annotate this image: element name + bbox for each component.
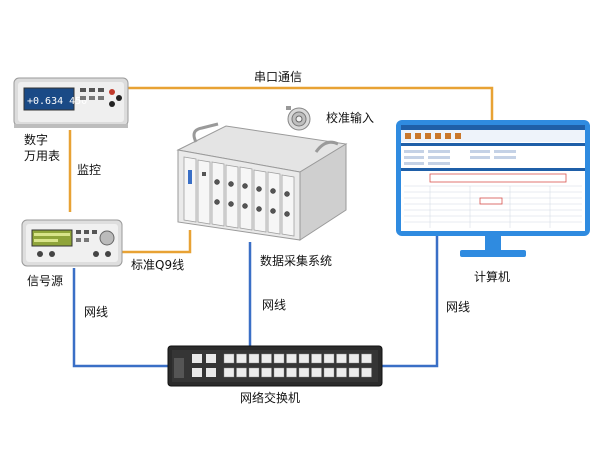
- switch-port: [248, 353, 260, 364]
- signal-generator-knob: [99, 230, 115, 246]
- switch-port: [223, 367, 235, 378]
- signal-generator-screen: [31, 229, 73, 247]
- switch-port: [223, 353, 235, 364]
- dmm-label-line1: 数字: [24, 133, 49, 147]
- switch-port: [298, 353, 310, 364]
- digital-multimeter: +0.634 450: [13, 77, 129, 128]
- q9-line: [122, 230, 192, 254]
- dmm-terminal: [116, 95, 122, 101]
- connections: [68, 86, 494, 368]
- dmm-button: [98, 88, 104, 92]
- dmm-terminal: [109, 89, 115, 95]
- network-cable-left-label: 网线: [84, 305, 109, 319]
- network-switch-label: 网络交换机: [240, 391, 301, 405]
- switch-port: [348, 353, 360, 364]
- switch-port: [273, 353, 285, 364]
- serial-line: [128, 86, 494, 120]
- switch-port: [248, 367, 260, 378]
- switch-port: [336, 367, 347, 378]
- switch-port: [236, 367, 247, 378]
- monitor-label: 监控: [77, 163, 102, 177]
- dmm-screen: [23, 87, 75, 111]
- dmm-button: [89, 88, 95, 92]
- switch-port: [286, 367, 297, 378]
- switch-port: [261, 353, 272, 364]
- dmm-button: [89, 96, 95, 100]
- signal-generator: [21, 219, 123, 267]
- switch-port: [298, 367, 310, 378]
- switch-port: [236, 353, 247, 364]
- standard-q9-label: 标准Q9线: [131, 258, 185, 272]
- switch-port: [323, 353, 335, 364]
- daq-system-label: 数据采集系统: [260, 254, 333, 268]
- switch-port: [361, 367, 372, 378]
- dmm-label: 数字 万用表: [24, 132, 60, 164]
- network-switch: [167, 345, 383, 387]
- serial-comm-label: 串口通信: [254, 70, 303, 84]
- network-cable-right-label: 网线: [446, 300, 471, 314]
- switch-ports: [223, 353, 372, 378]
- signal-source-label: 信号源: [27, 274, 64, 288]
- calibration-input-label: 校准输入: [326, 111, 375, 125]
- dmm-display-text: +0.634 450: [27, 96, 87, 107]
- computer-label: 计算机: [474, 270, 511, 284]
- daq-chassis: [176, 122, 348, 241]
- computer-screen: [401, 125, 585, 231]
- switch-port: [273, 367, 285, 378]
- dmm-label-line2: 万用表: [24, 149, 61, 163]
- switch-port: [286, 353, 297, 364]
- network-line-right: [382, 236, 439, 368]
- switch-port: [348, 367, 360, 378]
- switch-port: [261, 367, 272, 378]
- switch-port: [311, 353, 322, 364]
- dmm-button: [98, 96, 104, 100]
- dmm-terminal: [109, 101, 115, 107]
- switch-port: [311, 367, 322, 378]
- switch-port: [323, 367, 335, 378]
- computer-monitor: [396, 120, 590, 257]
- bnc-connector-icon: [286, 106, 311, 131]
- network-cable-mid-label: 网线: [262, 298, 287, 312]
- dmm-button: [80, 96, 86, 100]
- switch-port: [361, 353, 372, 364]
- switch-port: [336, 353, 347, 364]
- network-line-left: [72, 268, 170, 368]
- dmm-button: [80, 88, 86, 92]
